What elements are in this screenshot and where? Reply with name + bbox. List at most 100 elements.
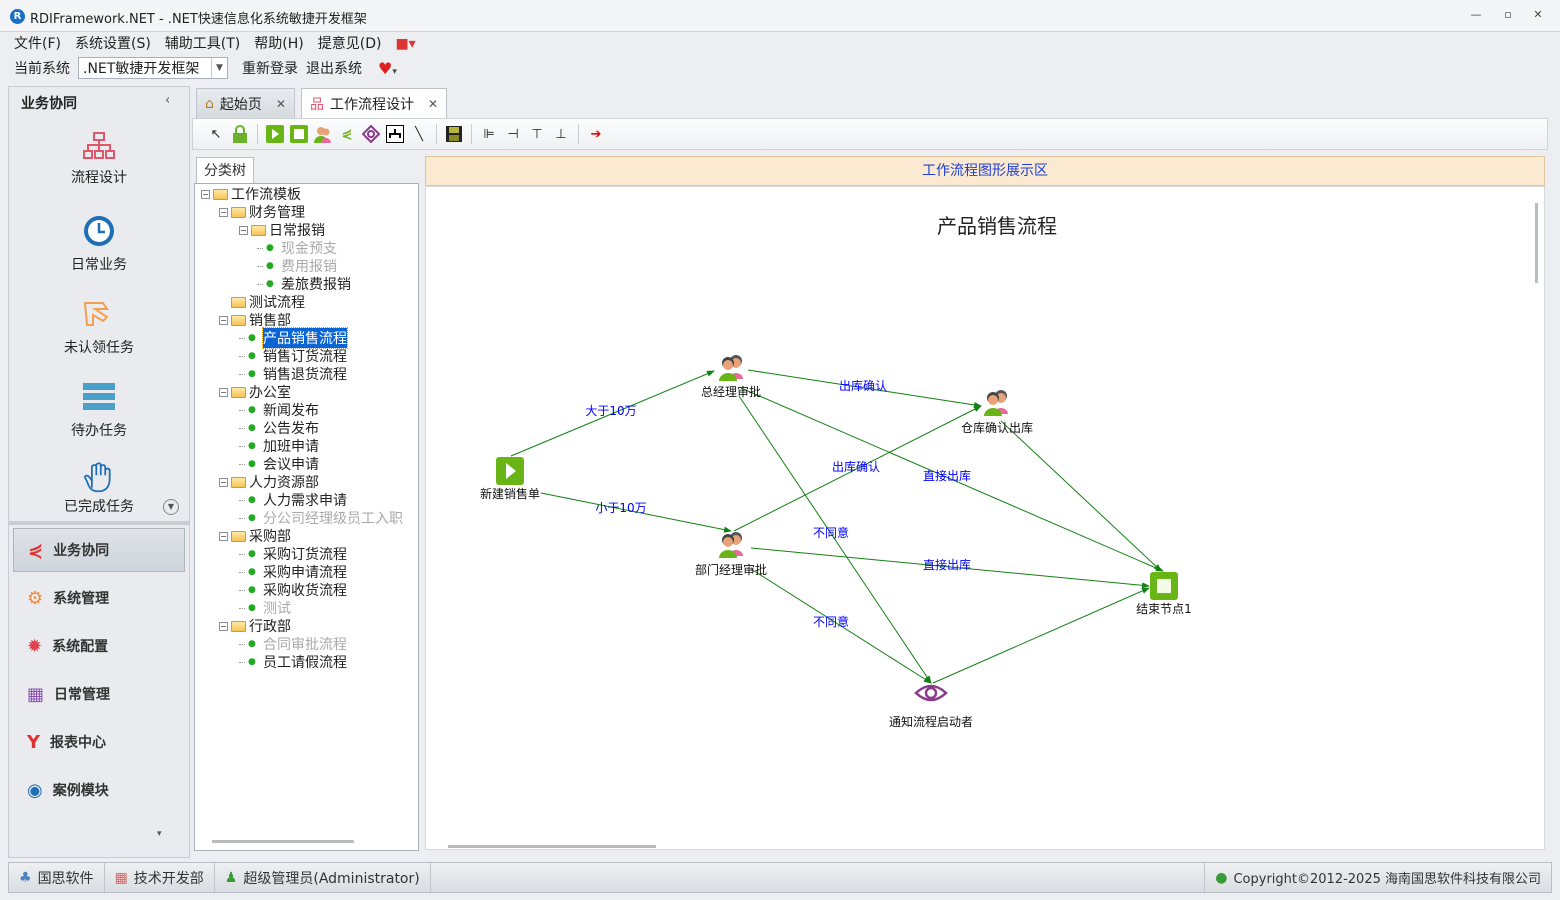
notify-node-icon[interactable]: [362, 125, 380, 143]
menu-feedback[interactable]: 提意见(D): [317, 36, 382, 52]
tree-item[interactable]: ●销售退货流程: [239, 365, 347, 383]
menu-help[interactable]: 帮助(H): [254, 36, 304, 52]
tab-workflow-design[interactable]: 品工作流程设计✕: [301, 88, 448, 119]
menu-file[interactable]: 文件(F): [14, 36, 61, 52]
tree-item[interactable]: ●产品销售流程: [239, 327, 348, 349]
tree-item[interactable]: ●现金预支: [257, 239, 337, 257]
edge-gm-wh[interactable]: [747, 369, 982, 408]
tree-item[interactable]: −办公室: [219, 383, 291, 401]
branch-icon[interactable]: ⋞: [341, 126, 353, 142]
align-right-icon[interactable]: ⊣: [507, 126, 519, 142]
close-tab-icon[interactable]: ✕: [428, 97, 439, 111]
tree-item[interactable]: −销售部: [219, 311, 291, 329]
align-bottom-icon[interactable]: ⊥: [555, 126, 567, 142]
connector-icon[interactable]: ╲: [415, 126, 423, 142]
start-node-icon[interactable]: [496, 457, 524, 485]
end-node-icon[interactable]: [290, 125, 308, 143]
tree-item[interactable]: 测试流程: [219, 293, 305, 311]
nav-more-icon[interactable]: ▾: [157, 829, 162, 839]
canvas-v-scrollbar[interactable]: [1535, 203, 1538, 283]
save-icon[interactable]: [445, 125, 463, 143]
tree-item[interactable]: ●合同审批流程: [239, 635, 347, 653]
tree-item[interactable]: ●会议申请: [239, 455, 319, 473]
workflow-canvas[interactable]: 产品销售流程大于10万小于10万出库确认出库确认直接出库不同意直接出库不同意新建…: [425, 186, 1545, 850]
tab-home[interactable]: ⌂起始页✕: [196, 88, 295, 118]
edge-gm-notify[interactable]: [738, 395, 932, 684]
edge-dm-wh[interactable]: [733, 405, 982, 532]
exit-button[interactable]: 退出系统: [306, 61, 362, 77]
tree-item[interactable]: ●差旅费报销: [257, 275, 351, 293]
tree-item[interactable]: ●公告发布: [239, 419, 319, 437]
tree-item[interactable]: ●分公司经理级员工入职: [239, 509, 403, 527]
task-node-icon[interactable]: [314, 125, 332, 143]
export-icon[interactable]: ➔: [590, 126, 602, 142]
tree-item[interactable]: −行政部: [219, 617, 291, 635]
notify-node-icon[interactable]: [914, 684, 948, 702]
tree-item[interactable]: ●员工请假流程: [239, 653, 347, 671]
tree-item[interactable]: ●新闻发布: [239, 401, 319, 419]
lock-icon[interactable]: [231, 125, 249, 143]
collapse-icon[interactable]: −: [219, 477, 228, 487]
close-button[interactable]: ✕: [1533, 8, 1543, 21]
system-select[interactable]: .NET敏捷开发框架▼: [78, 57, 228, 79]
edge-dm-end[interactable]: [750, 547, 1150, 589]
task-node-icon[interactable]: [719, 532, 743, 558]
tree-item[interactable]: −人力资源部: [219, 473, 319, 491]
tree-item[interactable]: −工作流模板: [201, 185, 301, 203]
task-node-icon[interactable]: [719, 355, 743, 381]
end-node-icon[interactable]: [1150, 572, 1178, 600]
task-node-icon[interactable]: [984, 390, 1008, 416]
tree-item[interactable]: −采购部: [219, 527, 291, 545]
close-tab-icon[interactable]: ✕: [275, 96, 286, 111]
nav-daily-manage[interactable]: ▦日常管理: [13, 672, 185, 716]
nav-system-manage[interactable]: ⚙系统管理: [13, 576, 185, 620]
tree-item[interactable]: ●采购申请流程: [239, 563, 347, 581]
big-item-daily[interactable]: 日常业务: [9, 214, 189, 274]
collapse-icon[interactable]: −: [239, 225, 248, 235]
collapse-icon[interactable]: −: [219, 621, 228, 631]
tree-item[interactable]: ●采购订货流程: [239, 545, 347, 563]
tree-item[interactable]: ●测试: [239, 599, 291, 617]
edge-wh-end[interactable]: [1000, 420, 1162, 572]
subflow-icon[interactable]: [386, 125, 404, 143]
scroll-down-button[interactable]: ▼: [163, 499, 179, 515]
relogin-button[interactable]: 重新登录: [242, 61, 298, 77]
minimize-button[interactable]: —: [1470, 8, 1482, 21]
tab-category-tree[interactable]: 分类树: [196, 157, 254, 183]
edge-start-gm[interactable]: [510, 370, 715, 457]
nav-examples[interactable]: ◉案例模块: [13, 768, 185, 812]
menu-settings[interactable]: 系统设置(S): [74, 36, 151, 52]
edge-dm-notify[interactable]: [750, 568, 932, 684]
theme-icon[interactable]: ■▾: [395, 36, 416, 52]
big-item-done[interactable]: 已完成任务: [9, 461, 189, 519]
tree-item[interactable]: −财务管理: [219, 203, 305, 221]
collapse-icon[interactable]: −: [219, 531, 228, 541]
start-node-icon[interactable]: [266, 125, 284, 143]
align-top-icon[interactable]: ⊤: [531, 126, 543, 142]
tree-item[interactable]: ●采购收货流程: [239, 581, 347, 599]
tree-item[interactable]: ●费用报销: [257, 257, 337, 275]
heart-icon[interactable]: ♥▾: [378, 58, 397, 78]
collapse-icon[interactable]: −: [219, 207, 228, 217]
tree-item[interactable]: ●人力需求申请: [239, 491, 347, 509]
collapse-icon[interactable]: −: [219, 387, 228, 397]
edge-gm-end[interactable]: [740, 387, 1164, 572]
nav-system-config[interactable]: ✹系统配置: [13, 624, 185, 668]
tree-item[interactable]: ●销售订货流程: [239, 347, 347, 365]
pointer-icon[interactable]: ↖: [210, 126, 222, 142]
collapse-icon[interactable]: ‹: [165, 93, 171, 108]
big-item-flow-design[interactable]: 流程设计: [9, 131, 189, 187]
tree-item[interactable]: ●加班申请: [239, 437, 319, 455]
align-left-icon[interactable]: ⊫: [483, 126, 495, 142]
maximize-button[interactable]: ▫: [1504, 8, 1512, 21]
collapse-icon[interactable]: −: [201, 189, 210, 199]
splitter[interactable]: [9, 521, 189, 525]
big-item-unclaimed[interactable]: 未认领任务: [9, 297, 189, 357]
big-item-todo[interactable]: 待办任务: [9, 380, 189, 440]
tree-item[interactable]: −日常报销: [239, 221, 325, 239]
collapse-icon[interactable]: −: [219, 315, 228, 325]
menu-tools[interactable]: 辅助工具(T): [164, 36, 241, 52]
nav-business[interactable]: ⋞业务协同: [13, 528, 185, 572]
tree-h-scrollbar[interactable]: [212, 840, 354, 843]
